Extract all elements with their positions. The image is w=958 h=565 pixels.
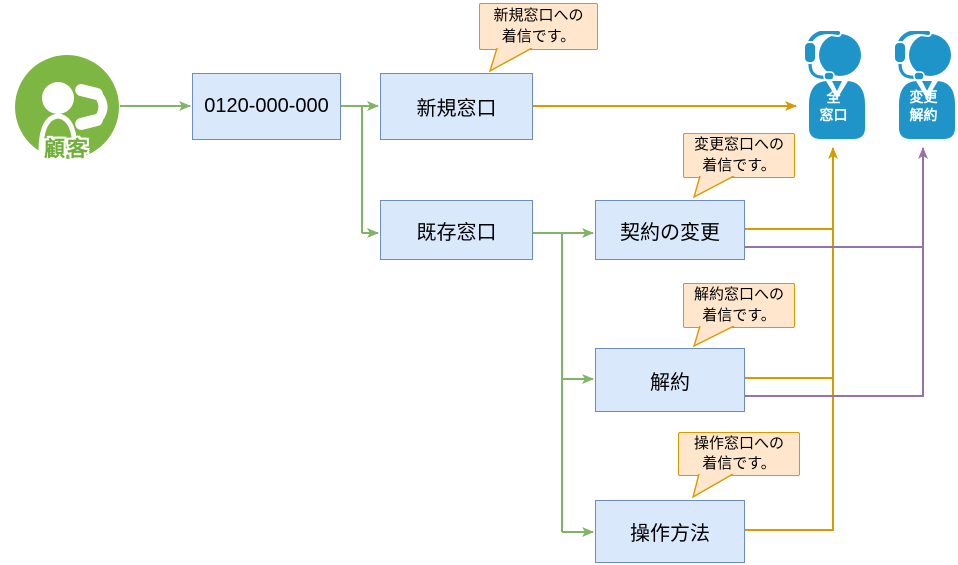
callout-tail — [692, 326, 735, 347]
node-new-window-label: 新規窓口 — [416, 98, 497, 120]
node-operation-method-label: 操作方法 — [630, 523, 710, 545]
node-contract-change-label: 契約の変更 — [620, 221, 720, 244]
node-phone-number: 0120-000-000 — [192, 73, 341, 140]
node-existing-window-label: 既存窓口 — [416, 221, 497, 244]
callout-cancel-window-text: 解約窓口への 着信です。 — [693, 286, 784, 324]
callout-new-window: 新規窓口への 着信です。 — [479, 3, 598, 72]
customer-label: 顧客 — [44, 138, 90, 161]
node-cancellation-label: 解約 — [650, 371, 690, 394]
headset-operator-icon — [893, 28, 955, 139]
callout-change-window-text: 変更窓口への 着信です。 — [693, 136, 784, 174]
operator-all-window: 全 窓口 — [800, 28, 867, 141]
node-new-window: 新規窓口 — [380, 73, 533, 140]
callout-tail — [692, 474, 734, 498]
node-operation-method: 操作方法 — [595, 500, 745, 563]
arrow-cancel-to-change-operator — [745, 147, 928, 397]
callout-tail — [488, 48, 533, 72]
callout-cancel-window: 解約窓口への 着信です。 — [683, 283, 795, 347]
node-existing-window: 既存窓口 — [380, 200, 533, 260]
callout-operation-window: 操作窓口への 着信です。 — [678, 432, 800, 498]
node-phone-number-label: 0120-000-000 — [204, 95, 329, 117]
operator-change-cancel: 変更 解約 — [890, 28, 957, 141]
callout-tail — [692, 176, 735, 198]
customer-phone-icon — [15, 55, 119, 159]
customer-icon: 顧客 — [14, 54, 120, 161]
callout-change-window: 変更窓口への 着信です。 — [683, 133, 795, 198]
node-contract-change: 契約の変更 — [595, 200, 745, 260]
arrow-operation-to-all-operator — [745, 147, 838, 531]
operator-change-cancel-label: 変更 解約 — [909, 89, 938, 124]
headset-operator-icon — [803, 28, 865, 139]
callout-operation-window-text: 操作窓口への 着信です。 — [693, 434, 784, 472]
operator-all-window-label: 全 窓口 — [819, 89, 848, 124]
node-cancellation: 解約 — [595, 348, 745, 412]
callout-new-window-text: 新規窓口への 着信です。 — [493, 7, 584, 45]
